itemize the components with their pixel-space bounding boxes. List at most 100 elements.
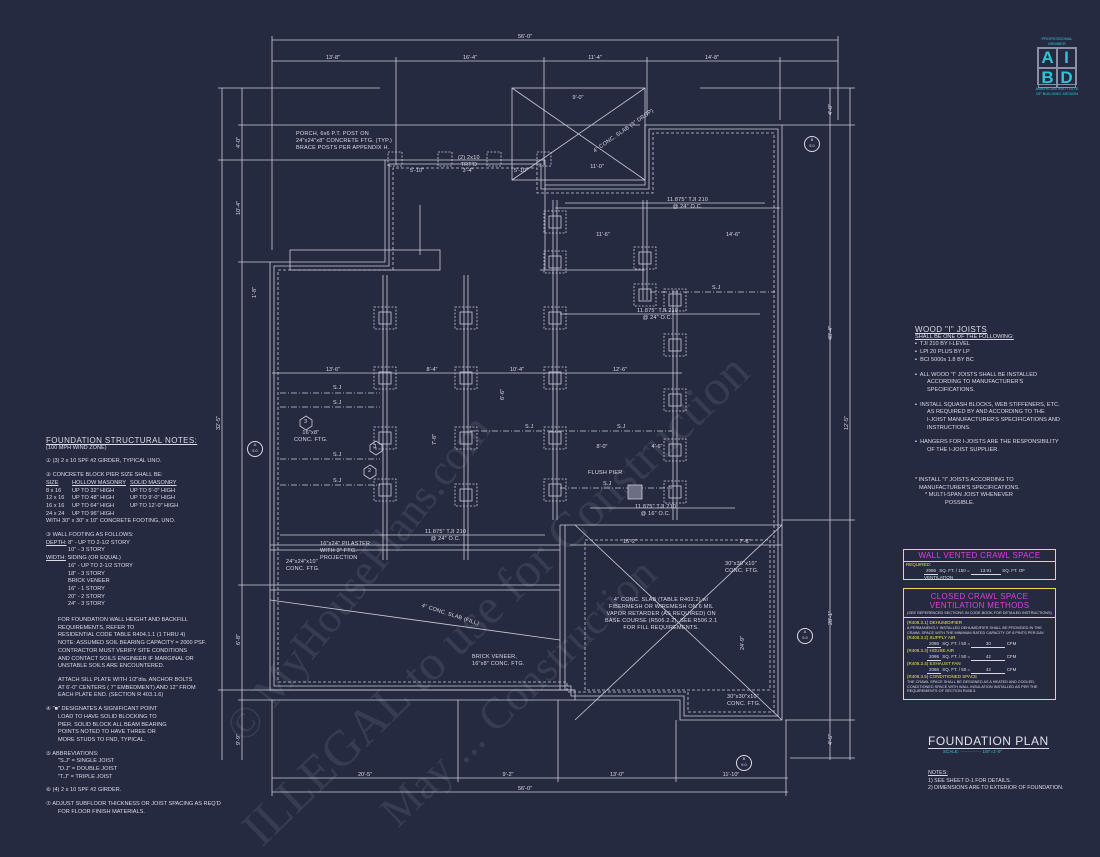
pier-block (548, 255, 562, 269)
note-3: ③ WALL FOOTING AS FOLLOWS: DEPTH: 8" - U… (46, 532, 246, 609)
pier-footing (454, 483, 478, 507)
pier-block (668, 293, 682, 307)
label-line: 16"x24" PILASTER (320, 541, 371, 547)
marker-sheet: 5.0 (252, 448, 258, 453)
dimension-lines (218, 36, 855, 796)
pier-footing (454, 426, 478, 450)
dim-interior: 3'-4" (462, 168, 474, 174)
sqft-value: 2086 (924, 568, 938, 575)
pier-footing (373, 426, 397, 450)
option: LPI 20 PLUS BY LP (920, 349, 970, 356)
note-text: HANGERS FOR I-JOISTS ARE THE RESPONSIBIL… (920, 439, 1059, 446)
dim-interior: 6'-6" (500, 389, 506, 400)
dim-interior: 13'-6" (325, 367, 341, 373)
notes-subtitle: (100 MPH WIND ZONE) (46, 444, 107, 451)
pier-footing (543, 250, 567, 274)
text-line: A PERMANENTLY INSTALLED DEHUMIDIFIER SHA… (907, 626, 1042, 630)
dim-interior: 7'-6" (739, 539, 751, 545)
label-line: CONC. FTG. (286, 566, 320, 572)
formula: SQ. FT. / 50 = (942, 641, 971, 646)
label-line: 24"x24"x8" CONCRETE FTG. (TYP.) (296, 138, 393, 144)
hexagon-tags (299, 415, 383, 480)
logo-letter: B (1038, 68, 1057, 88)
label-line: CONC. FTG. (727, 701, 761, 707)
option: BCI 5000s 1.8 BY BC (920, 356, 974, 363)
method-head: (R408.3.3) HOUSE AIR (907, 648, 955, 653)
pier-block (638, 288, 652, 302)
footing-label: 30"x30"x10"CONC. FTG. (727, 694, 761, 708)
pier-block (459, 371, 473, 385)
sqft-value: 2086 (927, 667, 941, 674)
method-head: (R408.3.5) CONDITIONED SPACE (907, 674, 978, 679)
note-text: ATTACH SILL PLATE WITH 1/2"dia. ANCHOR B… (58, 676, 193, 683)
ijoist-subtitle: SHALL BE ONE OF THE FOLLOWING: (915, 333, 1014, 340)
pier-footing (633, 246, 657, 270)
title-line: VENTILATION METHODS (929, 601, 1030, 610)
note-text: INSTRUCTIONS. (927, 424, 971, 431)
unit: CFM (1006, 641, 1017, 646)
dim-interior: 12'-6" (612, 367, 628, 373)
sqft-value: 2086 (927, 654, 941, 661)
marker-sheet: 5.0 (802, 635, 808, 640)
pier-block (378, 371, 392, 385)
dim-top-overall: 56'-0" (517, 34, 533, 40)
foundation-structural-notes: FOUNDATION STRUCTURAL NOTES: (100 MPH WI… (46, 437, 246, 817)
note-text: ADJUST SUBFLOOR THICKNESS OR JOIST SPACI… (52, 801, 221, 808)
pier-block (378, 431, 392, 445)
label-line: 11.875" TJI 210 (637, 308, 679, 314)
note-text: LOAD TO HAVE SOLID BLOCKING TO (58, 713, 157, 720)
bullet: ▪ ALL WOOD "I" JOISTS SHALL BE INSTALLED… (915, 372, 1075, 395)
note-text: MANUFACTURER'S SPECIFICATIONS. (919, 484, 1020, 491)
note-text: RESIDENTIAL CODE TABLE R404.1.1 (1 THRU … (58, 632, 186, 639)
depth-label: DEPTH: (46, 539, 67, 546)
pier-footing (373, 366, 397, 390)
note-text: 1) SEE SHEET D-1 FOR DETAILS. (928, 777, 1012, 784)
title-notes: NOTES: 1) SEE SHEET D-1 FOR DETAILS. 2) … (928, 770, 1063, 793)
logo-letter: A (1038, 48, 1057, 68)
note-text: 2) DIMENSIONS ARE TO EXTERIOR OF FOUNDAT… (928, 785, 1064, 791)
pier-footing (543, 426, 567, 450)
dim-interior: 7'-8" (432, 434, 438, 445)
dim-top: 11'-4" (588, 55, 602, 61)
note-text: MORE STUDS TO FND, TYPICAL. (58, 736, 146, 743)
pier-footing (663, 333, 687, 357)
drawing-title: FOUNDATION PLAN (928, 734, 1049, 749)
label-line: 4" CONC. SLAB (TABLE R402.2) w/ (613, 597, 709, 603)
text-line: CRAWL SPACE WITH THE MINIMUM RATED CAPAC… (907, 630, 1045, 635)
sj-label: S.J (603, 481, 612, 487)
note-text: 16" - 1 STORY (68, 585, 105, 592)
dim-interior: 11'-6" (596, 232, 610, 238)
note-text: "■" DESIGNATES A SIGNIFICANT POINT (52, 706, 158, 713)
dim-bottom: 13'-0" (609, 772, 625, 778)
dim-interior: 5'-10" (513, 168, 529, 174)
dim-interior: 24'-9" (740, 635, 746, 650)
label-line: FIBERMESH OR WIREMESH ON 6 MIL (608, 604, 714, 610)
note-text: ACCORDING TO MANUFACTURER'S (927, 379, 1024, 386)
label-line: (2) 2x10 (458, 155, 480, 161)
pier-footing (543, 306, 567, 330)
dim-top: 13'-8" (325, 55, 341, 61)
callout-2: 2 (368, 468, 372, 474)
pier-block (459, 431, 473, 445)
note-text: (4) 2 x 10 SPF #2 GIRDER. (52, 787, 122, 794)
note-text: 10" - 3 STORY (68, 547, 105, 554)
dim-right: 12'-5" (844, 415, 850, 430)
note-text: INSTALL SQUASH BLOCKS, WEB STIFFENERS, E… (920, 401, 1060, 408)
label-line: FOR FILL REQUIREMENTS. (623, 625, 700, 631)
pier-footing (543, 478, 567, 502)
brick-veneer-label: BRICK VENEER,16"x8" CONC. FTG. (472, 654, 525, 668)
foundation-plan-drawing (218, 36, 855, 796)
cfm-value: 30 (971, 641, 1006, 648)
pier-footing (663, 288, 687, 312)
text-line: THE CRAWL SPACE SHALL BE DESIGNED AS A H… (907, 680, 1035, 684)
sj-label: S.J (712, 285, 721, 291)
note-text: * MULTI-SPAN JOIST WHENEVER (925, 492, 1013, 499)
dim-bottom: 11'-10" (722, 772, 740, 778)
